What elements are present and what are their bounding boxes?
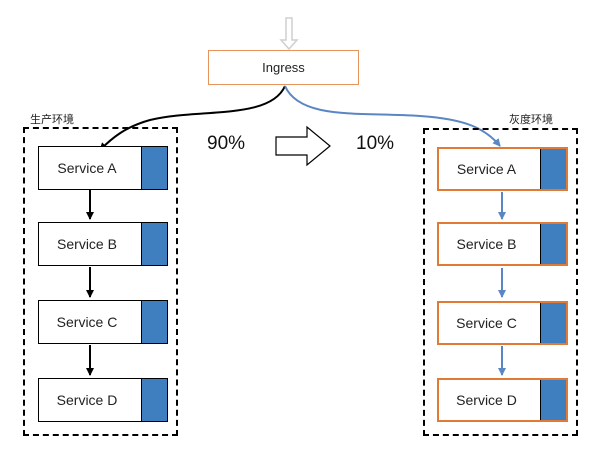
ingress-to-canary-arrow [284, 85, 501, 147]
canary-env-label: 灰度环境 [509, 114, 553, 126]
canary-service-d: Service D [437, 378, 568, 422]
canary-service-c-label: Service C [456, 315, 517, 331]
prod-service-d-label: Service D [56, 392, 118, 408]
prod-traffic-percent: 90% [207, 133, 246, 154]
prod-service-b-label: Service B [57, 236, 117, 252]
canary-service-b-tab [540, 224, 566, 264]
prod-env-label: 生产环境 [30, 114, 74, 126]
ingress-label: Ingress [262, 60, 305, 75]
canary-traffic-percent: 10% [356, 133, 395, 154]
prod-service-d-tab [141, 379, 167, 421]
incoming-arrow [279, 17, 299, 51]
prod-service-b: Service B [38, 222, 168, 266]
prod-service-c-label: Service C [56, 314, 118, 330]
traffic-shift-arrow [275, 125, 331, 167]
prod-service-a-tab [141, 147, 167, 189]
canary-service-c-tab [540, 303, 566, 343]
canary-service-d-label: Service D [456, 392, 517, 408]
canary-service-d-tab [540, 380, 566, 420]
prod-service-a: Service A [38, 146, 168, 190]
canary-service-a-label: Service A [456, 161, 517, 177]
canary-service-a-tab [540, 149, 566, 189]
ingress-node: Ingress [208, 50, 359, 85]
prod-service-a-label: Service A [57, 160, 117, 176]
prod-service-c: Service C [38, 300, 168, 344]
canary-service-b-label: Service B [456, 236, 517, 252]
prod-service-d: Service D [38, 378, 168, 422]
prod-env-container [23, 127, 178, 436]
canary-env-container [423, 128, 578, 436]
canary-service-c: Service C [437, 301, 568, 345]
canary-service-b: Service B [437, 222, 568, 266]
canary-service-a: Service A [437, 147, 568, 191]
prod-service-c-tab [141, 301, 167, 343]
prod-service-b-tab [141, 223, 167, 265]
ingress-to-prod-arrow [99, 85, 286, 151]
